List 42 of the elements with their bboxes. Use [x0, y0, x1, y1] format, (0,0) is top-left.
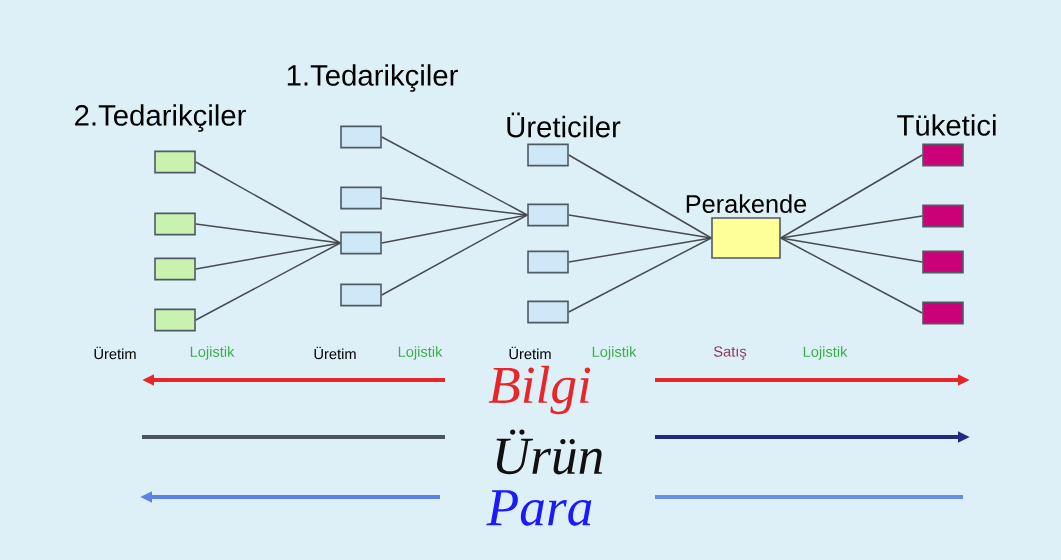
consumer-box	[922, 143, 964, 167]
stage-label: Satış	[713, 346, 747, 360]
supplier-box	[154, 212, 196, 236]
flow-word: Bilgi	[488, 365, 591, 415]
consumer-box	[922, 301, 964, 325]
connector-line	[381, 214, 528, 244]
node-label: Perakende	[686, 194, 807, 213]
supplier-box	[154, 308, 196, 332]
manufacturer-box	[527, 143, 569, 167]
connector-line	[568, 154, 712, 239]
stage-label: Lojistik	[803, 346, 848, 360]
connector-line	[568, 237, 712, 263]
connector-line	[195, 242, 341, 321]
connector-line	[568, 214, 712, 239]
supplier-box	[340, 186, 382, 210]
connector-line	[195, 161, 341, 244]
manufacturer-box	[527, 203, 569, 227]
consumer-box	[922, 204, 964, 228]
stage-label: Lojistik	[398, 346, 443, 360]
connector-line	[780, 237, 923, 314]
supplier-box	[154, 150, 196, 174]
retailer-box: Perakende	[686, 194, 807, 259]
manufacturer-box	[527, 250, 569, 274]
connector-line	[381, 197, 528, 216]
connector-line	[780, 215, 923, 239]
connector-line	[381, 136, 528, 216]
supplier-box	[154, 257, 196, 281]
connector-line	[780, 154, 923, 239]
flow-word: Para	[486, 490, 592, 526]
connector-line	[381, 214, 528, 296]
consumer-box	[922, 250, 964, 274]
supplier-box	[340, 125, 382, 149]
connector-line	[195, 242, 341, 270]
connector-line	[568, 237, 712, 313]
stage-label: Lojistik	[592, 346, 637, 360]
stage-label: Lojistik	[190, 346, 235, 360]
flow-word: Ürün	[496, 429, 603, 475]
manufacturer-box	[527, 300, 569, 324]
supplier-box	[340, 283, 382, 307]
supplier-box	[340, 231, 382, 255]
connector-line	[780, 237, 923, 263]
connector-line	[195, 223, 341, 244]
